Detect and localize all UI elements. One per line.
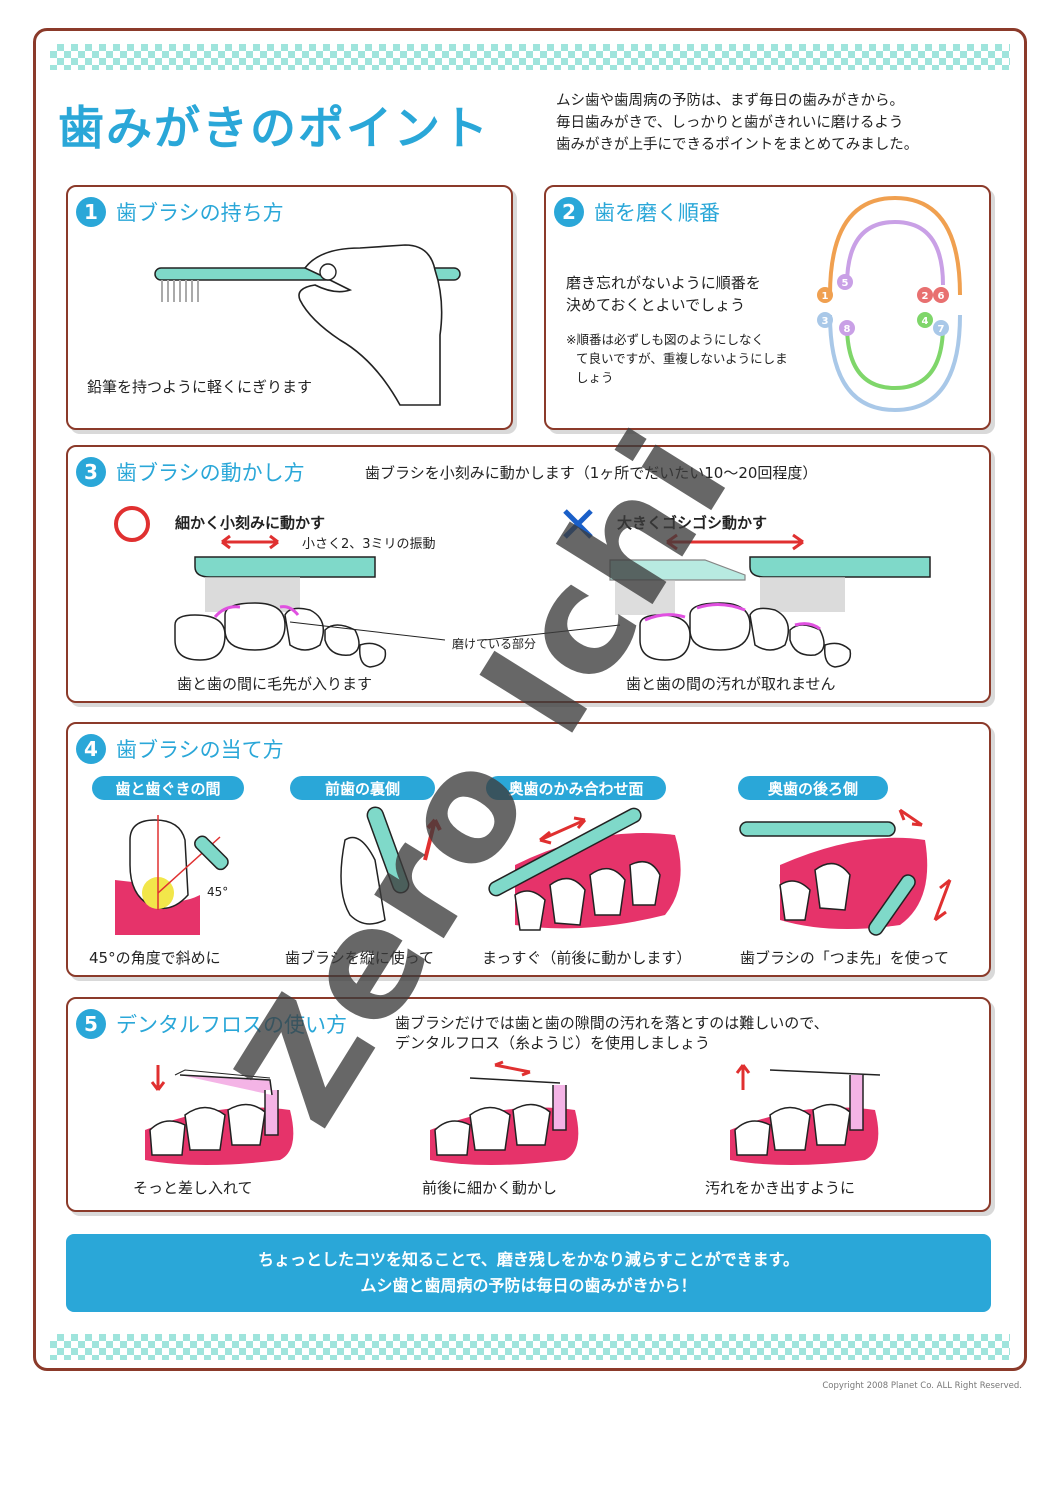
bad-method-label: 大きくゴシゴシ動かす (617, 514, 768, 532)
section-4-title-text: 歯ブラシの当て方 (116, 738, 284, 762)
callout-leader-lines (289, 621, 621, 641)
intro-line: ムシ歯や歯周病の予防は、まず毎日の歯みがきから。 (556, 93, 904, 109)
page-title: 歯みがきのポイント (58, 101, 490, 155)
45-degree-brushing-illustration (115, 815, 229, 935)
section-3-title: 3 歯ブラシの動かし方 (76, 457, 305, 487)
order-label: 3 (822, 316, 829, 327)
number-badge: 3 (76, 457, 106, 487)
technique-label: 歯と歯ぐきの間 (92, 776, 244, 800)
floss-remove-illustration (730, 1064, 881, 1165)
good-method-label: 細かく小刻みに動かす (175, 514, 326, 532)
description-line: 磨き忘れがないように順番を (566, 274, 761, 292)
floss-insert-illustration (145, 1065, 294, 1165)
note-line: ※順番は必ずしも図のようにしなく (566, 332, 764, 347)
good-method-caption: 歯と歯の間に毛先が入ります (177, 675, 373, 693)
note-line: しょう (576, 370, 614, 385)
section-1-title-text: 歯ブラシの持ち方 (116, 201, 284, 225)
technique-label: 前歯の裏側 (290, 776, 435, 800)
number-badge: 4 (76, 734, 106, 764)
section-2-title-text: 歯を磨く順番 (594, 201, 720, 225)
large-motion-brush-illustration (609, 556, 931, 668)
floss-move-illustration (430, 1060, 579, 1165)
occlusal-surface-illustration (488, 807, 681, 931)
dental-arch-order-diagram: 1 2 3 4 5 6 7 8 (817, 195, 962, 413)
back-molar-illustration (739, 808, 952, 936)
cross-bad-icon (563, 509, 593, 539)
section-3-subtitle: 歯ブラシを小刻みに動かします（1ヶ所でだいたい10〜20回程度） (365, 464, 818, 482)
summary-banner: ちょっとしたコツを知ることで、磨き残しをかなり減らすことができます。 ムシ歯と歯… (66, 1234, 991, 1312)
order-label: 4 (922, 316, 929, 327)
section-2-description: 磨き忘れがないように順番を 決めておくとよいでしょう (566, 272, 761, 316)
good-method-note: 小さく2、3ミリの振動 (302, 537, 436, 552)
toothbrush-grip-illustration (154, 244, 461, 406)
section-1-caption: 鉛筆を持つように軽くにぎります (87, 378, 313, 396)
note-line: て良いですが、重複しないようにしま (576, 351, 788, 366)
banner-line: ムシ歯と歯周病の予防は毎日の歯みがきから！ (360, 1276, 697, 1295)
front-teeth-back-illustration (340, 806, 442, 925)
bad-method-caption: 歯と歯の間の汚れが取れません (626, 675, 836, 693)
intro-text: ムシ歯や歯周病の予防は、まず毎日の歯みがきから。 毎日歯みがきで、しっかりと歯が… (556, 90, 996, 156)
technique-caption: 歯ブラシを縦に使って (285, 949, 434, 967)
section-5-title-text: デンタルフロスの使い方 (116, 1013, 347, 1037)
technique-caption: まっすぐ（前後に動かします） (482, 949, 692, 967)
description-line: デンタルフロス（糸ようじ）を使用しましょう (395, 1034, 711, 1052)
circle-good-icon (114, 506, 150, 542)
intro-line: 歯みがきが上手にできるポイントをまとめてみました。 (556, 137, 919, 153)
order-label: 5 (842, 278, 849, 289)
floss-step-caption: 前後に細かく動かし (422, 1179, 558, 1197)
brushed-area-callout: 磨けている部分 (452, 637, 537, 651)
section-2-note: ※順番は必ずしも図のようにしなく て良いですが、重複しないようにしま しょう (566, 330, 788, 387)
technique-label: 奥歯の後ろ側 (738, 776, 888, 800)
section-1-title: 1 歯ブラシの持ち方 (76, 197, 284, 227)
order-label: 1 (822, 291, 829, 302)
banner-line: ちょっとしたコツを知ることで、磨き残しをかなり減らすことができます。 (258, 1250, 799, 1269)
long-motion-arrow-icon (666, 533, 804, 551)
section-4-title: 4 歯ブラシの当て方 (76, 734, 284, 764)
floss-step-caption: そっと差し入れて (133, 1179, 253, 1197)
floss-step-caption: 汚れをかき出すように (705, 1179, 856, 1197)
section-5-description: 歯ブラシだけでは歯と歯の隙間の汚れを落とすのは難しいので、 デンタルフロス（糸よ… (395, 1013, 829, 1053)
top-checker-border (50, 44, 1010, 70)
section-2-title: 2 歯を磨く順番 (554, 197, 720, 227)
order-label: 7 (938, 324, 945, 335)
order-label: 2 (922, 291, 929, 302)
technique-caption: 歯ブラシの「つま先」を使って (740, 949, 949, 967)
technique-label: 奥歯のかみ合わせ面 (486, 776, 666, 800)
bottom-checker-border (50, 1334, 1010, 1360)
order-label: 6 (938, 291, 945, 302)
copyright-notice: Copyright 2008 Planet Co. ALL Right Rese… (822, 1381, 1022, 1391)
number-badge: 2 (554, 197, 584, 227)
angle-label: 45° (207, 885, 229, 899)
section-5-title: 5 デンタルフロスの使い方 (76, 1009, 347, 1039)
small-motion-brush-illustration (174, 556, 387, 668)
intro-line: 毎日歯みがきで、しっかりと歯がきれいに磨けるよう (556, 115, 904, 131)
number-badge: 5 (76, 1009, 106, 1039)
technique-caption: 45°の角度で斜めに (89, 949, 221, 967)
description-line: 歯ブラシだけでは歯と歯の隙間の汚れを落とすのは難しいので、 (395, 1014, 829, 1032)
short-motion-arrow-icon (221, 534, 279, 550)
number-badge: 1 (76, 197, 106, 227)
section-3-title-text: 歯ブラシの動かし方 (116, 461, 305, 485)
description-line: 決めておくとよいでしょう (566, 296, 746, 314)
order-label: 8 (844, 324, 851, 335)
